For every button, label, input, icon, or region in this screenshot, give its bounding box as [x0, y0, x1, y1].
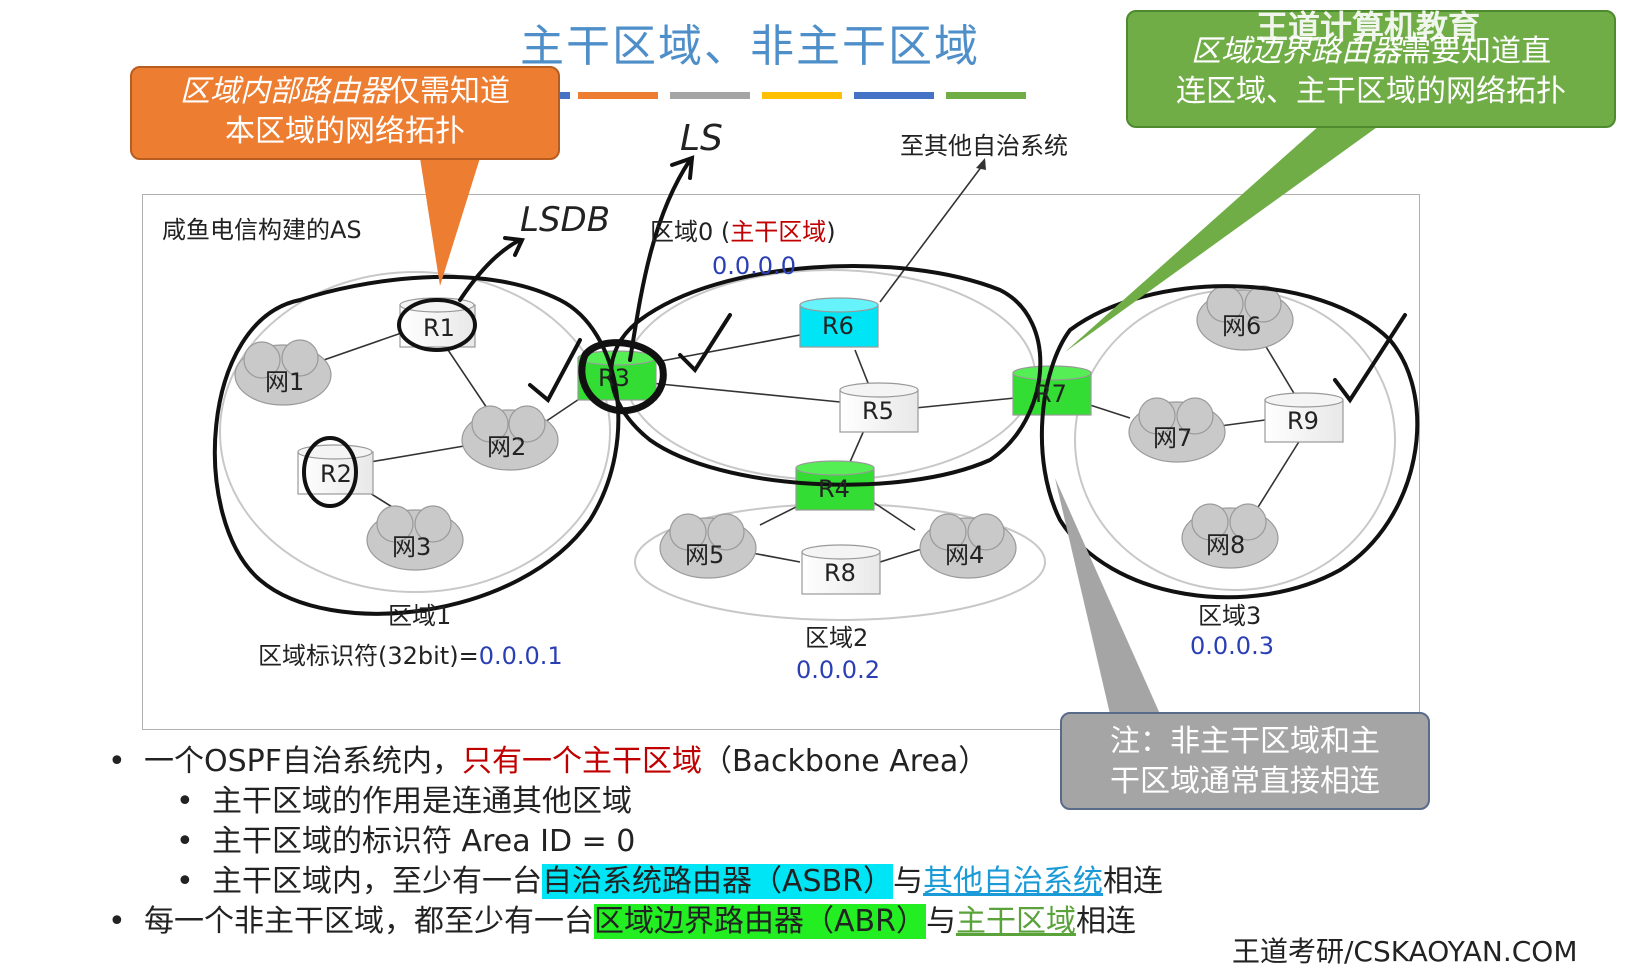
router-label-R5: R5: [862, 397, 894, 425]
hand-arrow-ls: [628, 155, 695, 362]
router-R4: [795, 460, 875, 511]
network-label-3: 网3: [392, 533, 432, 561]
color-bar-orange: [578, 92, 658, 99]
router-R7: [1012, 365, 1092, 416]
abr-callout-pointer: [1065, 125, 1380, 352]
router-label-R9: R9: [1287, 407, 1319, 435]
bullet-1: •一个OSPF自治系统内，只有一个主干区域（Backbone Area）: [108, 744, 989, 779]
area1-ellipse: [219, 271, 611, 593]
network-label-2: 网2: [487, 433, 527, 461]
hand-check-1: [528, 338, 582, 404]
hand-circle-R3: [578, 339, 667, 415]
net6-cloud: [1196, 285, 1294, 351]
sub-bullet-1: •主干区域的作用是连通其他区域: [176, 784, 632, 819]
hand-check-3: [1333, 313, 1407, 404]
net1-cloud: [234, 339, 332, 406]
area0-id: 0.0.0.0: [712, 252, 796, 280]
area1-id-line: 区域标识符(32bit)=0.0.0.1: [258, 642, 563, 670]
abr-term: 区域边界路由器: [1191, 34, 1401, 69]
abr-highlight: 区域边界路由器（ABR）: [594, 904, 926, 939]
router-R8: [801, 544, 881, 595]
area3-label: 区域3: [1198, 602, 1262, 630]
net7-cloud: [1128, 397, 1226, 463]
slide-title: 主干区域、非主干区域: [520, 21, 980, 72]
router-label-R4: R4: [818, 475, 850, 503]
net8-cloud: [1181, 503, 1279, 569]
router-R6: [799, 297, 879, 348]
color-bar-blue2: [854, 92, 934, 99]
network-label-7: 网7: [1153, 424, 1193, 452]
handwriting-lsdb: LSDB: [520, 200, 611, 240]
bullet-2: •每一个非主干区域，都至少有一台区域边界路由器（ABR）与主干区域相连: [108, 904, 1136, 939]
area0-backbone-label: 主干区域: [730, 218, 827, 246]
color-bar-gray: [670, 92, 750, 99]
color-bar-green: [946, 92, 1026, 99]
sub-bullet-2: •主干区域的标识符 Area ID = 0: [176, 824, 636, 859]
area2-label: 区域2: [805, 624, 869, 652]
one-backbone-highlight: 只有一个主干区域: [462, 744, 703, 779]
area1-id: 0.0.0.1: [478, 642, 563, 670]
network-clouds: [234, 285, 1294, 579]
other-as-link[interactable]: 其他自治系统: [923, 864, 1103, 899]
hand-area3-loop: [1039, 284, 1420, 600]
router-label-R8: R8: [824, 559, 856, 587]
router-R9: [1264, 392, 1344, 443]
internal-router-callout: 区域内部路由器仅需知道 本区域的网络拓扑: [130, 66, 560, 160]
network-label-5: 网5: [685, 541, 725, 569]
hand-area0-loop: [609, 264, 1043, 487]
net4-cloud: [919, 513, 1017, 579]
note-callout: 注：非主干区域和主 干区域通常直接相连: [1060, 712, 1430, 810]
hand-circle-R2: [302, 436, 358, 508]
logo-text: 王道计算机教育: [1256, 8, 1481, 46]
watermark: 王道考研/CSKAOYAN.COM: [1232, 935, 1578, 968]
net5-cloud: [659, 513, 757, 579]
router-label-R7: R7: [1035, 380, 1067, 408]
to-other-as-label: 至其他自治系统: [900, 132, 1068, 160]
network-label-4: 网4: [945, 541, 985, 569]
as-label: 咸鱼电信构建的AS: [162, 216, 362, 244]
router-label-R3: R3: [598, 364, 630, 392]
router-label-R2: R2: [320, 460, 352, 488]
color-bar-yellow: [762, 92, 842, 99]
router-label-R1: R1: [423, 314, 455, 342]
hand-arrow-lsdb: [458, 236, 525, 302]
area2-id: 0.0.0.2: [796, 656, 880, 684]
as-boundary-box: [142, 194, 1420, 730]
area1-label: 区域1: [388, 602, 452, 630]
network-label-6: 网6: [1222, 312, 1262, 340]
backbone-link[interactable]: 主干区域: [955, 904, 1076, 939]
note-callout-pointer: [1055, 478, 1160, 714]
network-label-1: 网1: [265, 368, 305, 396]
net2-cloud: [461, 405, 559, 471]
area0-label: 区域0 (主干区域): [650, 218, 836, 246]
router-R5: [839, 382, 919, 433]
hand-area1-loop: [213, 274, 621, 616]
router-label-R6: R6: [822, 312, 854, 340]
hand-check-2: [678, 313, 732, 374]
sub-bullet-3: •主干区域内，至少有一台自治系统路由器（ASBR）与其他自治系统相连: [176, 864, 1163, 899]
area3-id: 0.0.0.3: [1190, 632, 1274, 660]
internal-router-term: 区域内部路由器: [180, 74, 390, 109]
internal-callout-pointer: [420, 158, 480, 286]
abr-callout: 区域边界路由器需要知道直 连区域、主干区域的网络拓扑: [1126, 10, 1616, 128]
hand-circle-R1: [397, 298, 477, 352]
handwriting-ls: LS: [680, 118, 723, 159]
asbr-highlight: 自治系统路由器（ASBR）: [542, 864, 893, 899]
handwritten-annotations: [213, 73, 1420, 616]
net3-cloud: [366, 505, 464, 571]
network-label-8: 网8: [1206, 531, 1246, 559]
